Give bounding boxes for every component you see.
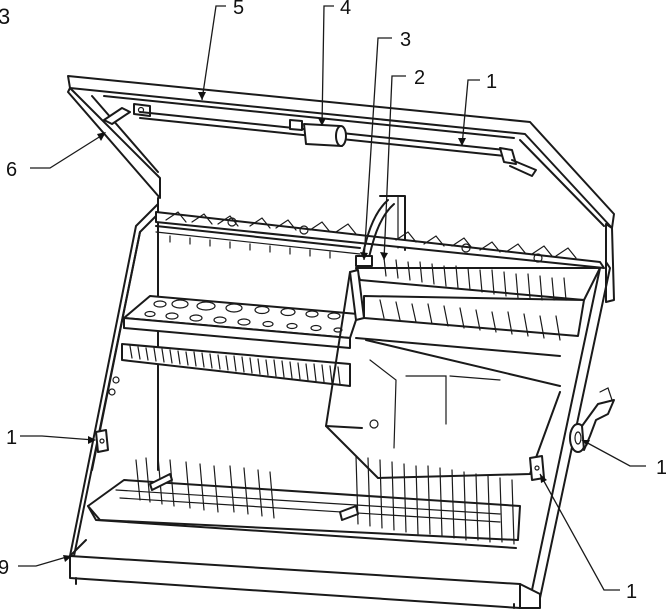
callout-1-right: 1 <box>539 473 637 603</box>
callout-9: 9 <box>0 555 72 579</box>
callout-4: 2 <box>380 67 425 261</box>
latch-left <box>95 376 120 453</box>
callout-1-left: 1 <box>6 427 96 449</box>
toolbox-body <box>69 195 611 609</box>
lid-hinge <box>103 103 151 125</box>
callout-5: 3 <box>360 29 411 261</box>
callout-2: 1 <box>581 439 666 479</box>
callout-8: 6 <box>6 132 106 181</box>
svg-text:1: 1 <box>656 457 666 479</box>
svg-text:9: 9 <box>0 557 9 579</box>
svg-text:4: 4 <box>340 0 351 19</box>
svg-text:5: 5 <box>233 0 244 19</box>
svg-text:1: 1 <box>626 581 637 603</box>
rear-wrench-rack <box>155 211 605 269</box>
side-handle <box>569 387 615 453</box>
lid <box>67 75 615 303</box>
callout-7: 5 <box>198 0 244 101</box>
svg-text:2: 2 <box>414 67 425 89</box>
cable <box>355 199 395 267</box>
callout-6: 4 <box>318 0 351 127</box>
svg-text:1: 1 <box>486 71 497 93</box>
svg-text:1: 1 <box>6 427 17 449</box>
callout-3: 1 <box>458 71 497 147</box>
svg-text:3: 3 <box>400 29 411 51</box>
svg-text:6: 6 <box>6 159 17 181</box>
figure-number: 3 <box>0 4 10 29</box>
lid-bracket <box>289 119 347 147</box>
tool-carrier <box>325 257 601 479</box>
bottom-rack <box>87 455 521 549</box>
